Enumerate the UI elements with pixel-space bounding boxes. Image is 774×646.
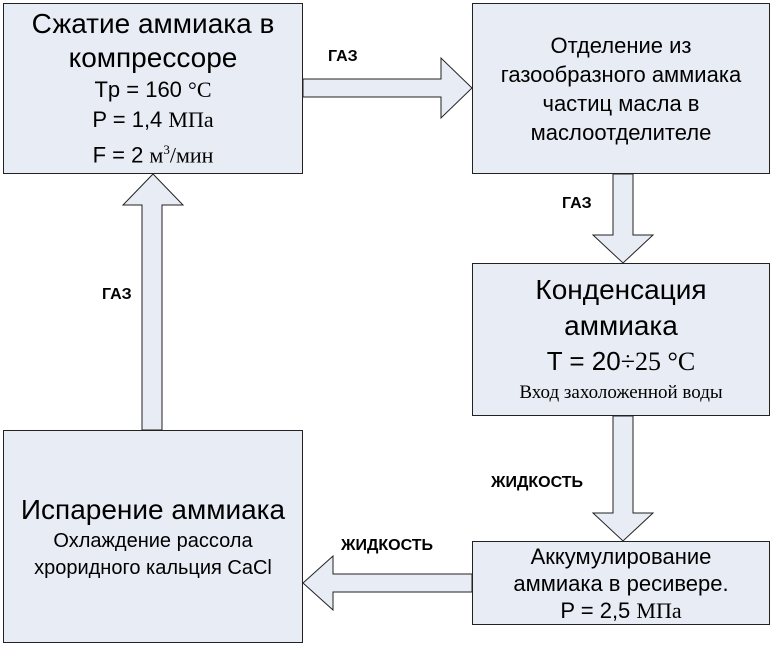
compression-flow: F = 2 м3/мин bbox=[92, 141, 214, 168]
box-receiver: Аккумулирование аммиака в ресивере. P = … bbox=[472, 541, 770, 625]
compression-temp: Tр = 160 °С bbox=[94, 76, 212, 102]
arrow-condense-to-receiver bbox=[591, 415, 655, 542]
label-gas-left: ГАЗ bbox=[102, 286, 132, 303]
box-oil-separation: Отделение из газообразного аммиака части… bbox=[472, 3, 770, 174]
box-evaporation: Испарение аммиака Охлаждение рассола хро… bbox=[3, 430, 303, 643]
condensation-note: Вход захоложенной воды bbox=[519, 382, 723, 403]
arrow-evaporate-to-compress bbox=[121, 173, 185, 431]
evaporation-title: Испарение аммиака bbox=[20, 493, 286, 525]
label-gas-right: ГАЗ bbox=[562, 195, 592, 212]
condensation-temp: T = 20÷25 °С bbox=[546, 346, 696, 376]
condensation-title: Конденсация аммиака bbox=[535, 274, 707, 341]
label-gas-top: ГАЗ bbox=[328, 48, 358, 65]
compression-pressure: P = 1,4 МПа bbox=[92, 106, 214, 132]
evaporation-note: Охлаждение рассола хроридного кальция Ca… bbox=[34, 529, 272, 579]
box-compression: Сжатие аммиака в компрессоре Tр = 160 °С… bbox=[3, 3, 303, 174]
box-condensation: Конденсация аммиака T = 20÷25 °С Вход за… bbox=[472, 263, 770, 416]
arrow-receiver-to-evaporate bbox=[302, 554, 473, 612]
label-liquid-right: ЖИДКОСТЬ bbox=[491, 474, 583, 491]
arrow-separate-to-condense bbox=[591, 173, 655, 264]
receiver-pressure: P = 2,5 МПа bbox=[560, 597, 682, 623]
separation-title: Отделение из газообразного аммиака части… bbox=[500, 32, 742, 145]
label-liquid-bottom: ЖИДКОСТЬ bbox=[341, 537, 433, 554]
arrow-compress-to-separate bbox=[302, 56, 473, 120]
receiver-title: Аккумулирование аммиака в ресивере. bbox=[513, 543, 729, 596]
compression-title: Сжатие аммиака в компрессоре bbox=[31, 7, 275, 73]
